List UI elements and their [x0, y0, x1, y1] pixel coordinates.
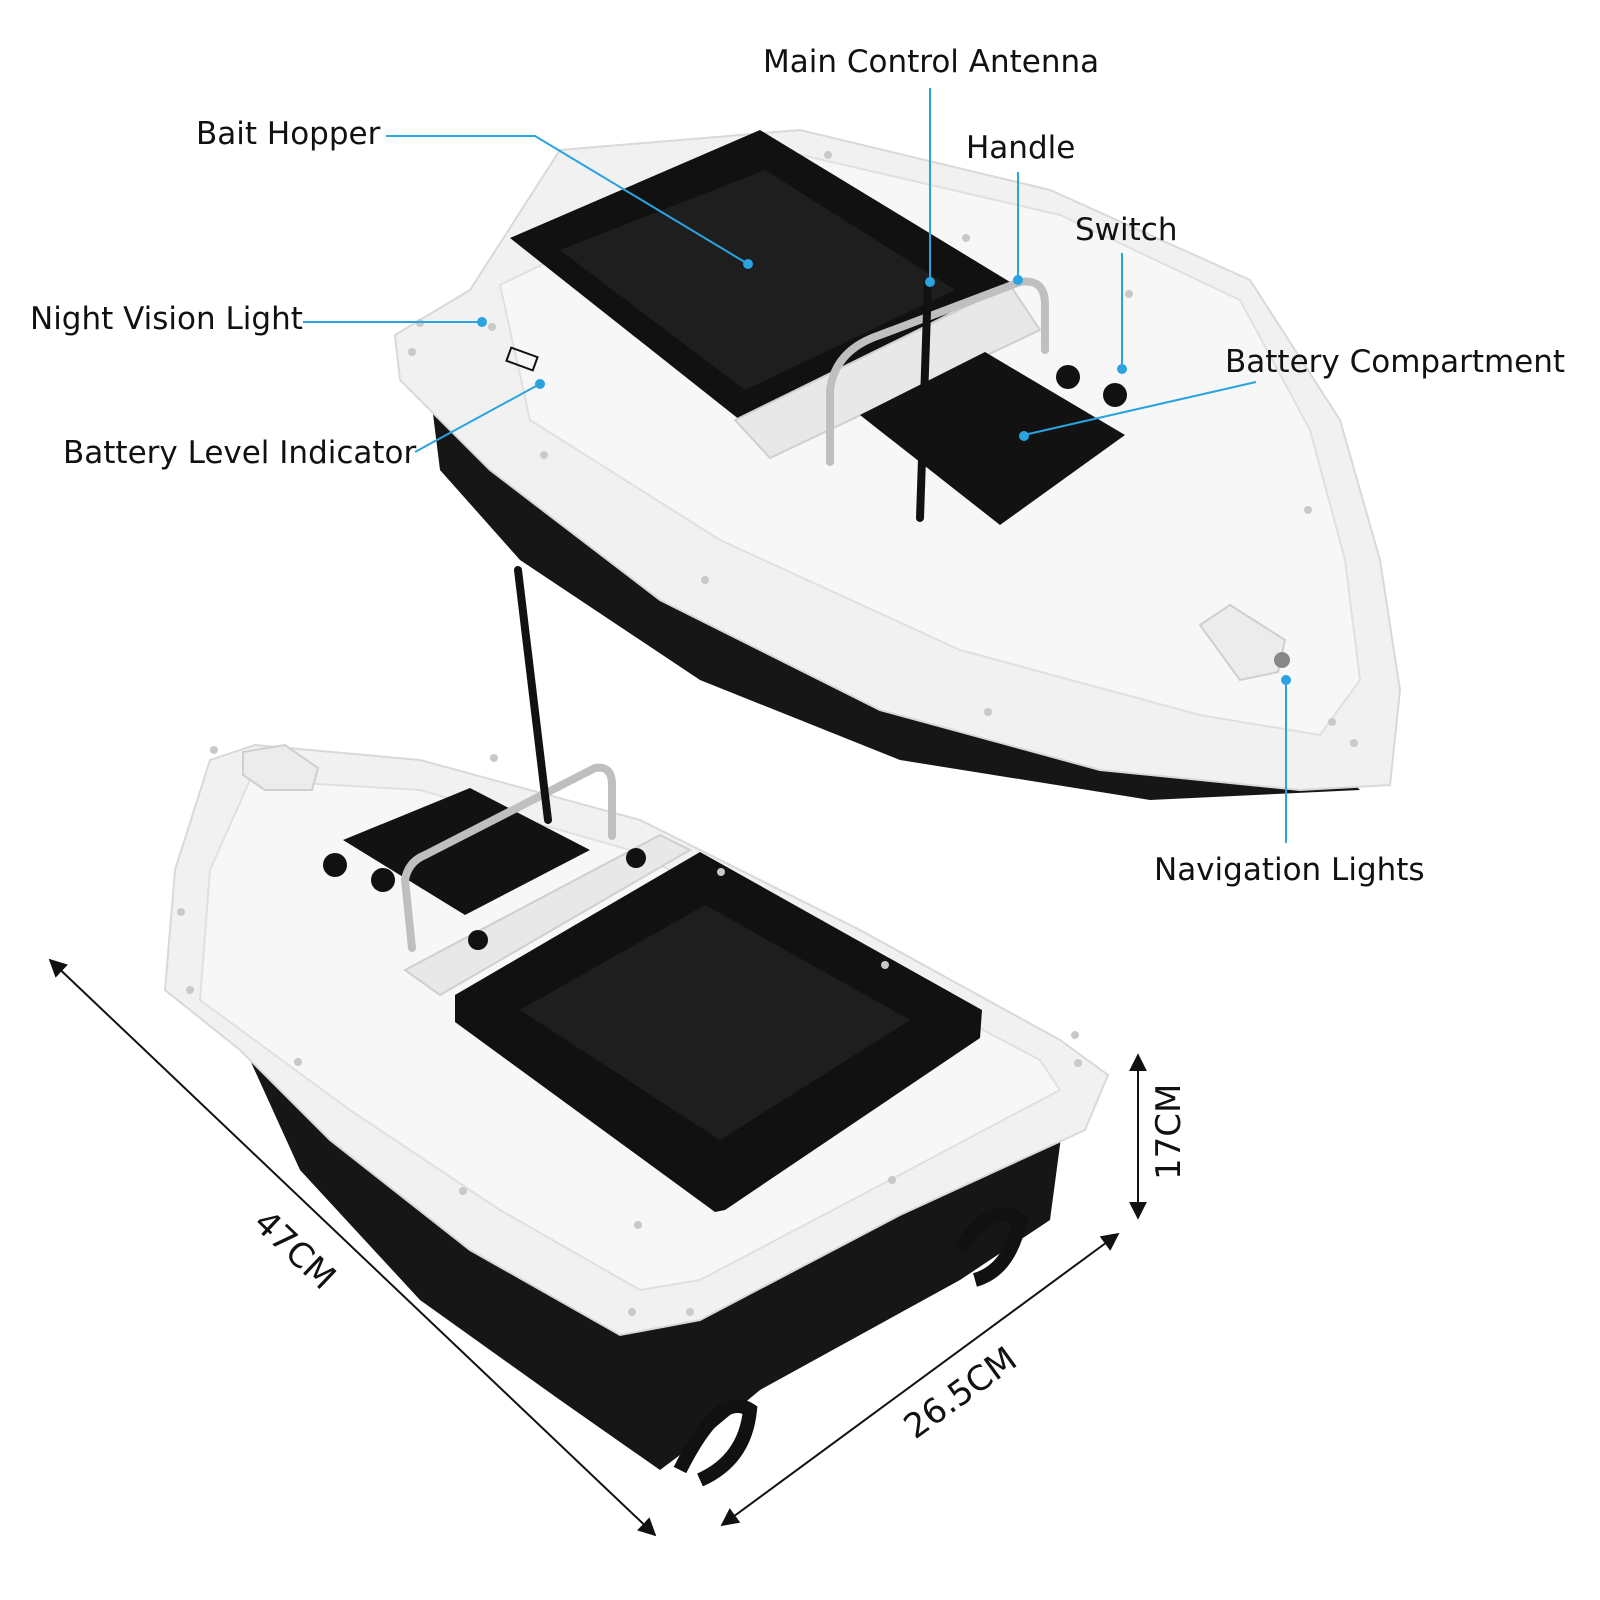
top-boat-switch-knob [1103, 383, 1127, 407]
label-bait-hopper: Bait Hopper [196, 116, 381, 152]
top-boat-crossbar [733, 283, 1042, 460]
top-boat-handle [826, 277, 1049, 466]
bottom-boat-battery-lid [343, 788, 590, 915]
label-night-vision-light: Night Vision Light [30, 301, 303, 337]
bottom-boat-nav-light-housing [242, 743, 320, 791]
leader-dot-switch [1117, 364, 1127, 374]
top-boat-illustration [393, 128, 1402, 800]
dimension-arrow-width [720, 1232, 1120, 1527]
top-boat-nav-light [1274, 652, 1290, 668]
leader-dot-bait-hopper [743, 259, 753, 269]
bottom-boat-knob-3 [626, 848, 646, 868]
top-boat-hopper-floor [560, 170, 955, 390]
label-battery-compartment: Battery Compartment [1225, 344, 1565, 380]
top-boat-battery-indicator [505, 346, 539, 372]
label-handle: Handle [966, 130, 1075, 166]
dimension-length-label: 47CM [246, 1203, 343, 1298]
leader-lines [303, 88, 1291, 843]
dimension-width-label: 26.5CM [897, 1339, 1025, 1447]
label-main-control-antenna: Main Control Antenna [763, 44, 1099, 80]
dimension-arrow-length [48, 958, 657, 1537]
leader-bait-hopper [386, 135, 749, 265]
leader-battery-level-indicator [414, 384, 539, 453]
bottom-boat-handle [400, 763, 616, 952]
leader-battery-compartment [1023, 381, 1257, 436]
leader-dot-antenna [925, 277, 935, 287]
label-battery-level-indicator: Battery Level Indicator [63, 435, 417, 471]
leader-dot-battery-indicator [535, 379, 545, 389]
top-boat-knob-2 [1056, 365, 1080, 389]
bottom-boat-knob-4 [468, 930, 488, 950]
label-navigation-lights: Navigation Lights [1154, 852, 1425, 888]
leader-dot-night-vision [477, 317, 487, 327]
leader-dot-handle [1013, 275, 1023, 285]
leader-dot-navigation-lights [1281, 675, 1291, 685]
bottom-boat-knob-1 [323, 853, 347, 877]
callout-labels: Main Control Antenna Bait Hopper Handle … [30, 44, 1565, 888]
label-switch: Switch [1075, 212, 1178, 248]
leader-dot-battery-compartment [1019, 431, 1029, 441]
dimension-height-label: 17CM [1149, 1084, 1189, 1180]
top-boat-antenna [916, 278, 932, 522]
bottom-boat-knob-2 [371, 868, 395, 892]
bottom-boat-antenna [514, 566, 552, 824]
